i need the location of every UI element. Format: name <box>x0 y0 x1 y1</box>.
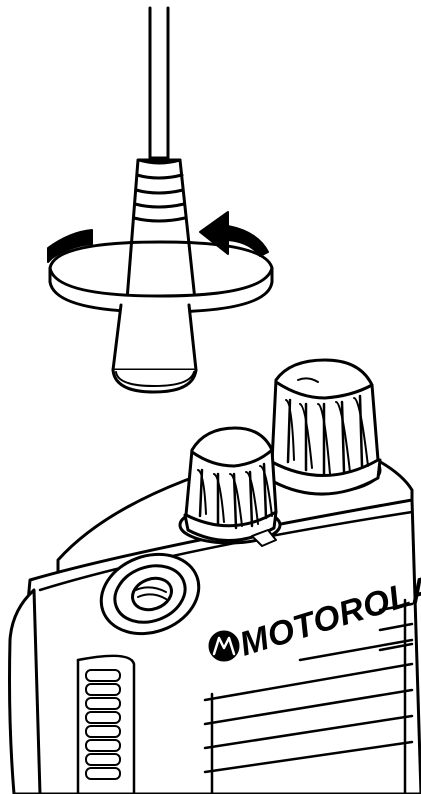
motorola-logo-icon <box>208 630 240 662</box>
side-grille-icon <box>76 654 136 794</box>
antenna-icon <box>125 6 197 302</box>
audio-jack-icon <box>99 552 201 636</box>
speaker-grille-icon <box>203 598 414 794</box>
channel-knob-icon <box>268 358 382 496</box>
volume-knob-icon <box>178 426 282 547</box>
antenna-base <box>111 303 198 394</box>
rotation-arrow-icon <box>47 211 274 314</box>
